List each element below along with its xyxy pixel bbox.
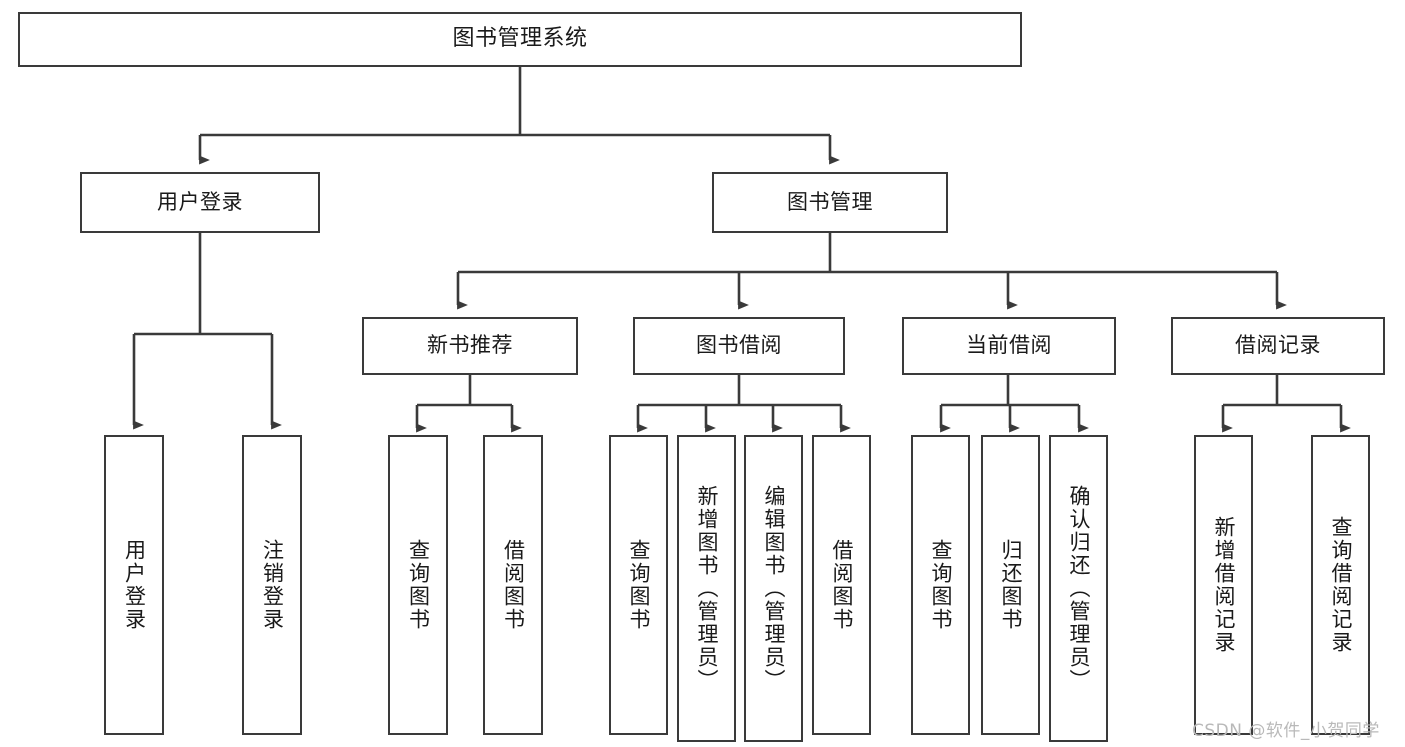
node-label: 编辑图书（管理员） bbox=[762, 485, 786, 692]
node-label: 用户登录 bbox=[122, 539, 147, 631]
node-label: 归还图书 bbox=[999, 539, 1023, 631]
leaf-query-book-current[interactable]: 查询图书 bbox=[911, 435, 970, 735]
node-user-login[interactable]: 用户登录 bbox=[80, 172, 320, 233]
node-label: 借阅记录 bbox=[1235, 333, 1321, 358]
node-label: 查询图书 bbox=[406, 539, 431, 631]
leaf-borrow-book-recommend[interactable]: 借阅图书 bbox=[483, 435, 543, 735]
leaf-confirm-return[interactable]: 确认归还（管理员） bbox=[1049, 435, 1108, 742]
node-label: 注销登录 bbox=[260, 539, 285, 631]
leaf-borrow-book[interactable]: 借阅图书 bbox=[812, 435, 871, 735]
node-label: 借阅图书 bbox=[501, 539, 526, 631]
node-book-borrow[interactable]: 图书借阅 bbox=[633, 317, 845, 375]
leaf-add-borrow-record[interactable]: 新增借阅记录 bbox=[1194, 435, 1253, 735]
node-root-system[interactable]: 图书管理系统 bbox=[18, 12, 1022, 67]
leaf-query-borrow-record[interactable]: 查询借阅记录 bbox=[1311, 435, 1370, 735]
leaf-logout-login[interactable]: 注销登录 bbox=[242, 435, 302, 735]
node-new-book-recommend[interactable]: 新书推荐 bbox=[362, 317, 578, 375]
node-label: 借阅图书 bbox=[830, 539, 854, 631]
node-label: 图书借阅 bbox=[696, 333, 782, 358]
leaf-user-login[interactable]: 用户登录 bbox=[104, 435, 164, 735]
node-label: 用户登录 bbox=[157, 189, 243, 214]
node-borrow-record[interactable]: 借阅记录 bbox=[1171, 317, 1385, 375]
node-label: 确认归还（管理员） bbox=[1067, 485, 1091, 692]
csdn-watermark: CSDN @软件_小贺同学 bbox=[1192, 721, 1380, 741]
node-label: 新增借阅记录 bbox=[1212, 516, 1236, 654]
node-current-borrow[interactable]: 当前借阅 bbox=[902, 317, 1116, 375]
leaf-return-book[interactable]: 归还图书 bbox=[981, 435, 1040, 735]
node-label: 图书管理 bbox=[787, 189, 873, 214]
node-label: 图书管理系统 bbox=[452, 26, 588, 52]
leaf-query-book-borrow[interactable]: 查询图书 bbox=[609, 435, 668, 735]
leaf-query-book-recommend[interactable]: 查询图书 bbox=[388, 435, 448, 735]
node-label: 新增图书（管理员） bbox=[695, 485, 719, 692]
leaf-add-book[interactable]: 新增图书（管理员） bbox=[677, 435, 736, 742]
node-label: 当前借阅 bbox=[966, 333, 1052, 358]
node-label: 查询图书 bbox=[627, 539, 651, 631]
node-label: 查询借阅记录 bbox=[1329, 516, 1353, 654]
node-label: 查询图书 bbox=[929, 539, 953, 631]
node-label: 新书推荐 bbox=[427, 333, 513, 358]
leaf-edit-book[interactable]: 编辑图书（管理员） bbox=[744, 435, 803, 742]
node-book-management[interactable]: 图书管理 bbox=[712, 172, 948, 233]
